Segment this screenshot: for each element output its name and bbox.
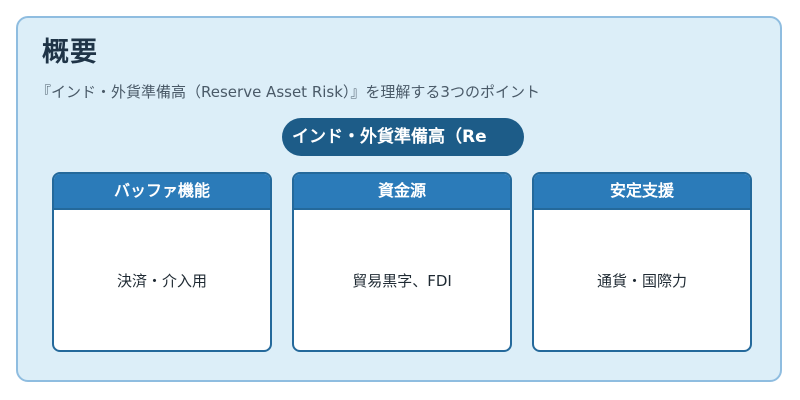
point-card-funding: 資金源 貿易黒字、FDI [292,172,512,352]
point-card-header: 安定支援 [534,174,750,210]
page-title: 概要 [42,37,98,68]
point-card-body: 決済・介入用 [116,271,207,290]
point-card-header: 資金源 [294,174,510,210]
point-card-body: 貿易黒字、FDI [352,271,452,290]
point-card-body: 通貨・国際力 [596,271,687,290]
point-card-buffer: バッファ機能 決済・介入用 [52,172,272,352]
point-card-stability: 安定支援 通貨・国際力 [532,172,752,352]
overview-panel: 概要 『インド・外貨準備高（Reserve Asset Risk）』を理解する3… [16,16,782,382]
page-subtitle: 『インド・外貨準備高（Reserve Asset Risk）』を理解する3つのポ… [36,83,540,101]
point-card-header: バッファ機能 [54,174,270,210]
central-topic-pill: インド・外貨準備高（Re [282,118,524,156]
